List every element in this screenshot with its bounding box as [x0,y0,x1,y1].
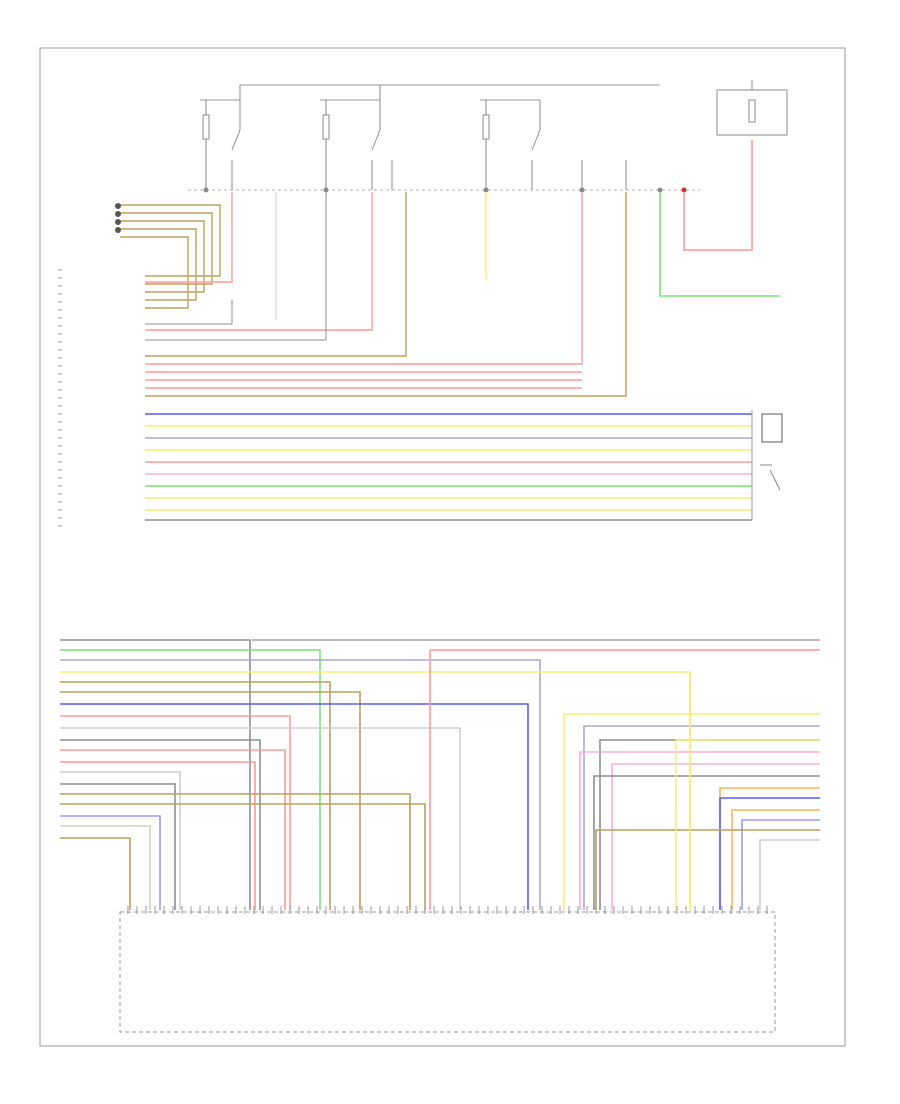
right-sensor [751,410,783,520]
wire-tan [60,691,361,910]
wire-tan [60,837,131,910]
wire-orange [719,787,820,910]
wire-lightblue [60,815,161,910]
wire-layer [60,140,820,910]
wire-red [683,140,753,251]
wire-pink [611,763,820,910]
diagram-border [39,47,846,1047]
wire-tan [595,829,820,910]
wire-tan [120,212,213,285]
wire-blue [719,797,820,910]
wire-tan [60,793,411,910]
wire-orange [731,809,820,910]
connector-pin-ticks [58,269,62,527]
wire-lightgray [60,771,181,910]
wire-purple [60,659,541,910]
wire-gray [593,775,820,910]
wire-gray [145,300,233,325]
wire-gray [60,639,251,910]
wire-gray [145,192,327,341]
wire-tan [120,236,189,309]
wire-pink [579,751,820,910]
ground-point-markers [115,203,121,233]
wire-tan [145,192,627,397]
wire-tan [145,192,407,357]
wire-blue [60,703,529,910]
wire-tan [120,228,197,301]
wire-green [659,192,780,297]
wire-yellow [563,713,820,910]
wire-gray [60,783,176,910]
bottom-module-pins [127,906,768,914]
wire-red [145,192,373,331]
wire-lightgray [759,839,820,910]
wire-red [145,192,583,365]
wire-green [60,649,321,910]
wire-lightblue [741,819,820,910]
bottom-module-box [119,911,776,1033]
wire-gray [60,739,261,910]
wire-purple [583,725,820,910]
wire-lightgray [60,825,151,910]
wire-tan [60,681,331,910]
wire-red [60,761,256,910]
wire-lightgray [60,727,461,910]
wire-red [145,192,233,283]
wire-tan [120,220,205,293]
wire-tan [120,204,221,277]
top-fuse-section [188,80,788,193]
wire-red [60,749,286,910]
wire-tan [60,803,426,910]
wire-red [60,715,291,910]
wire-gray [599,739,820,910]
